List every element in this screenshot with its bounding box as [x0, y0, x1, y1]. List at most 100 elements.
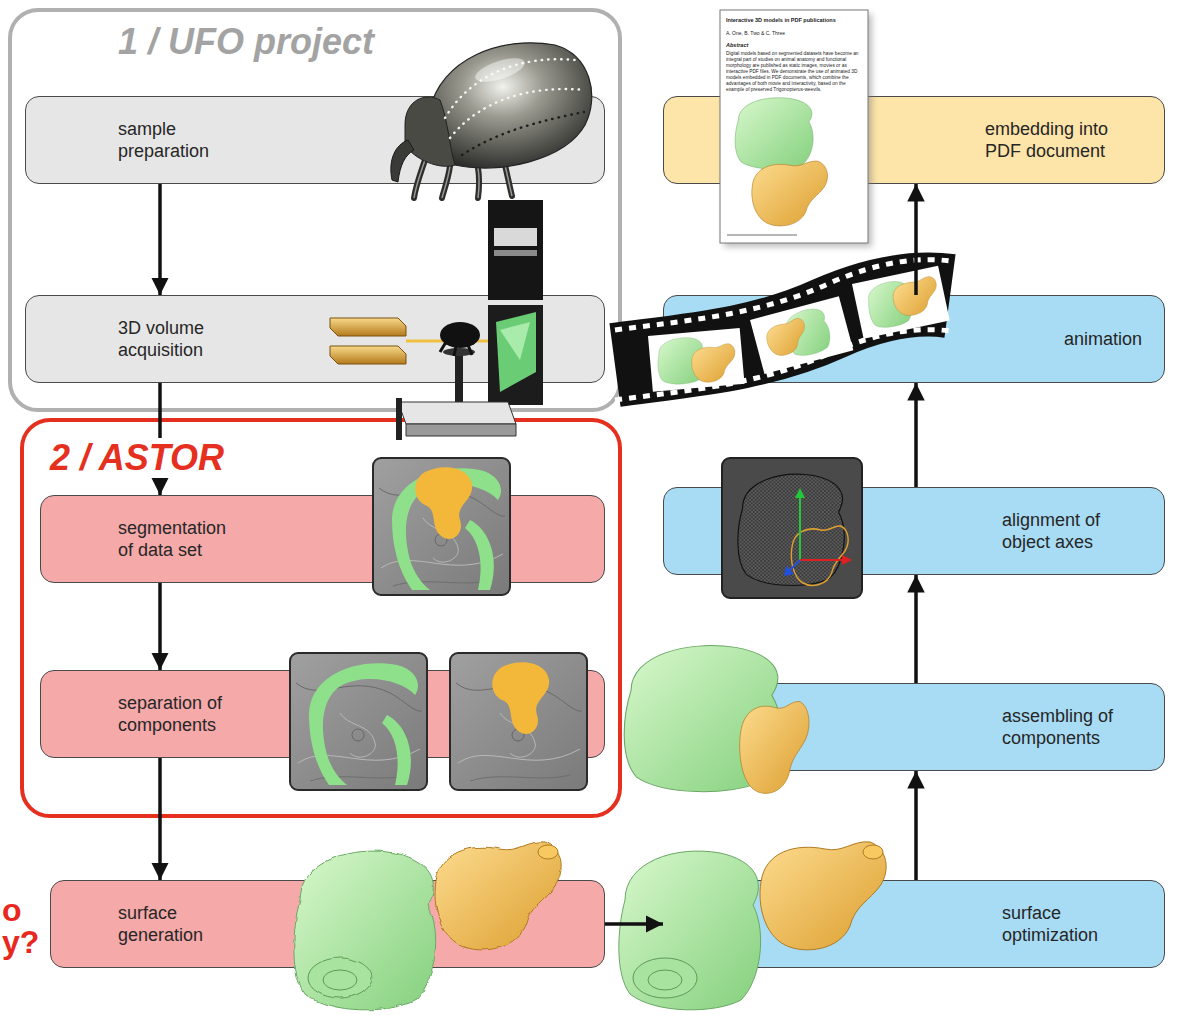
ct-slice — [415, 467, 472, 539]
scanner-figure — [494, 228, 537, 246]
smooth-surface-model — [619, 842, 886, 1010]
pdf-page — [727, 234, 797, 236]
step-label: alignment of object axes — [1002, 509, 1142, 554]
step-label: separation of components — [118, 692, 243, 737]
scanner-figure — [500, 322, 530, 360]
raw-surface-model — [294, 842, 561, 1010]
film-strip — [648, 328, 745, 392]
cut-question: o — [2, 893, 22, 928]
mesh-axes-view — [722, 458, 862, 598]
film-strip — [750, 296, 853, 374]
scanner-figure — [494, 250, 537, 256]
paper-abstract: Digital models based on segmented datase… — [726, 51, 864, 93]
label-anchor: o — [2, 893, 22, 928]
flow-arrow — [914, 383, 918, 487]
connectors — [160, 184, 916, 924]
scanner-figure — [396, 398, 402, 440]
step-label: sample preparation — [118, 118, 243, 163]
flow-arrow — [605, 922, 663, 926]
raw-surface-model — [323, 970, 357, 990]
step-label: assembling of components — [1002, 705, 1142, 750]
beetle-figure — [405, 97, 455, 166]
smooth-surface-model — [863, 845, 883, 859]
beetle-figure — [391, 140, 414, 182]
pdf-page — [735, 98, 813, 169]
scanner-figure — [488, 200, 543, 300]
flow-arrow — [158, 583, 162, 670]
raw-surface-model — [294, 851, 436, 1010]
mesh-axes-view — [799, 497, 801, 560]
beetle-figure — [450, 89, 585, 138]
label-anchor: Digital models based on segmented datase… — [726, 51, 864, 93]
ct-slice — [450, 653, 587, 790]
mesh-axes-view — [800, 559, 843, 561]
film-strip — [690, 343, 737, 383]
ct-slice — [492, 662, 549, 734]
smooth-surface-model — [760, 842, 886, 950]
paper-title: Interactive 3D models in PDF publication… — [726, 17, 866, 23]
beetle-figure — [462, 112, 584, 155]
scanner-figure — [455, 350, 463, 402]
pdf-page — [720, 10, 868, 243]
beetle-figure — [472, 53, 527, 86]
film-strip — [615, 260, 950, 400]
raw-surface-model — [308, 958, 372, 998]
paper-heading: Abstract — [726, 42, 866, 48]
mesh-axes-view — [795, 488, 805, 498]
mesh-axes-view — [722, 458, 862, 598]
process-box: segmentation of data set — [40, 495, 605, 583]
ct-slice — [382, 715, 411, 785]
smooth-surface-model — [633, 958, 697, 998]
film-strip — [852, 266, 950, 339]
scanner-figure — [488, 305, 543, 405]
label-anchor: A. One, B. Two & C. Three — [726, 31, 866, 37]
scanner-figure — [496, 312, 536, 392]
flow-arrow — [158, 758, 162, 880]
beetle-figure — [430, 43, 592, 168]
label-anchor: y? — [2, 925, 39, 960]
flow-arrow — [158, 184, 162, 295]
ct-slice — [373, 458, 510, 595]
film-strip — [852, 266, 950, 339]
ct-slice — [373, 458, 510, 595]
mesh-axes-view — [842, 555, 852, 565]
step-label: embedding into PDF document — [985, 118, 1125, 163]
group-title: 1 / UFO project — [112, 22, 380, 62]
beetle-figure — [391, 43, 592, 198]
assembled-model — [740, 702, 809, 794]
flow-arrow — [914, 771, 918, 880]
step-label: animation — [1064, 328, 1142, 351]
scanner-figure — [330, 200, 543, 440]
ct-slice — [290, 653, 427, 790]
pdf-page — [752, 161, 828, 226]
cut-question: y? — [2, 925, 39, 960]
pdf-page — [720, 10, 872, 247]
mesh-axes-view — [784, 566, 794, 576]
film-strip — [750, 296, 853, 374]
ct-slice — [290, 653, 427, 790]
scanner-figure — [330, 318, 406, 336]
ct-slice — [465, 520, 494, 590]
flow-arrow — [914, 575, 918, 683]
paper-authors: A. One, B. Two & C. Three — [726, 31, 866, 37]
step-label: 3D volume acquisition — [118, 317, 243, 362]
ct-slice — [392, 468, 501, 590]
film-strip — [763, 317, 810, 359]
raw-surface-model — [538, 845, 558, 859]
assembled-model — [624, 646, 809, 794]
smooth-surface-model — [619, 851, 761, 1010]
scanner-figure — [440, 342, 472, 356]
step-label: surface optimization — [1002, 902, 1142, 947]
label-anchor: Interactive 3D models in PDF publication… — [726, 17, 866, 23]
flow-arrow — [914, 184, 918, 295]
flow-arrow — [158, 383, 162, 495]
smooth-surface-model — [648, 970, 682, 990]
film-strip — [648, 328, 745, 392]
scanner-figure — [398, 402, 516, 424]
ct-slice — [450, 653, 587, 790]
step-label: surface generation — [118, 902, 243, 947]
ct-slice — [309, 663, 418, 785]
step-label: segmentation of data set — [118, 517, 243, 562]
